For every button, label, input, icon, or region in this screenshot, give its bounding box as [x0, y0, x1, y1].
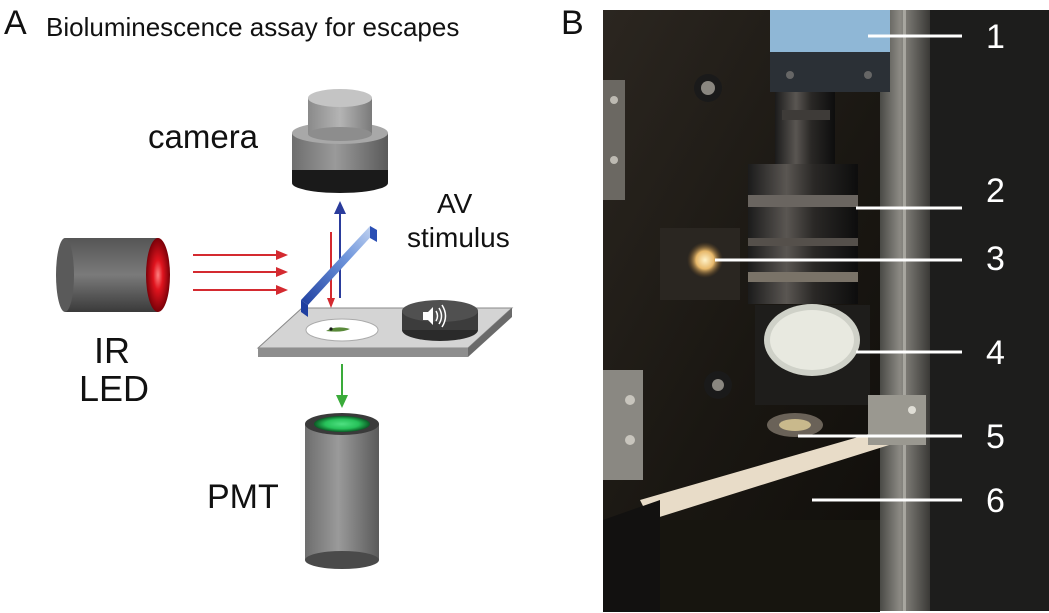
camera-label: camera — [148, 118, 259, 155]
camera-illustration — [292, 89, 388, 193]
callout-number-3: 3 — [986, 240, 1005, 278]
av-stimulus-label-line2: stimulus — [407, 222, 510, 253]
panel-a-title: Bioluminescence assay for escapes — [46, 12, 460, 42]
panel-b-letter: B — [561, 4, 584, 42]
ir-led-label-line1: IR — [94, 330, 130, 371]
callout-number-1: 1 — [986, 18, 1005, 56]
callout-number-4: 4 — [986, 334, 1005, 372]
ir-reflected-arrow — [327, 232, 335, 308]
pmt-light-arrow — [336, 364, 348, 408]
pmt-label: PMT — [207, 478, 279, 516]
ir-led-label-line2: LED — [79, 368, 150, 409]
callout-number-6: 6 — [986, 482, 1005, 520]
av-stimulus-label-line1: AV — [437, 188, 473, 219]
camera-light-arrow — [334, 201, 346, 298]
callout-number-5: 5 — [986, 418, 1005, 456]
callout-lines — [715, 34, 962, 502]
pmt-illustration — [305, 413, 379, 569]
apparatus-photo — [603, 10, 1049, 612]
speaker-icon — [423, 304, 447, 328]
dichroic-mirror — [301, 226, 377, 317]
ir-led-illustration — [56, 238, 170, 312]
callout-number-2: 2 — [986, 172, 1005, 210]
zebrafish-larva-icon — [326, 327, 350, 332]
ir-light-arrows — [193, 250, 288, 295]
panel-a-letter: A — [4, 4, 27, 42]
